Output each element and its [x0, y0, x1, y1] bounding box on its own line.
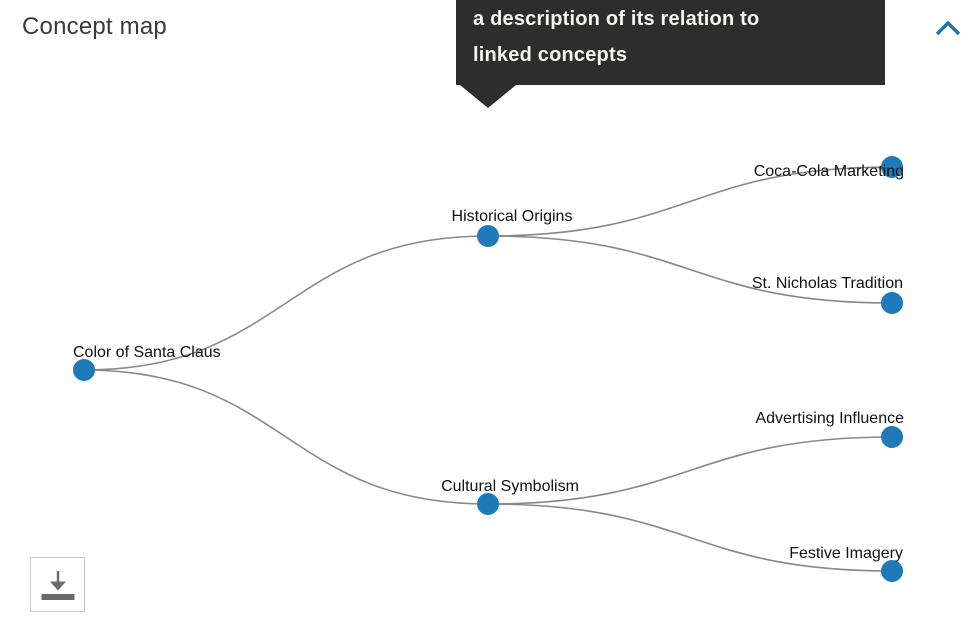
link-root-cultural: [83, 369, 489, 505]
link-historical-nicholas: [487, 235, 893, 304]
download-button[interactable]: [30, 557, 85, 612]
node-label-advertising-influence[interactable]: Advertising Influence: [755, 410, 904, 427]
tooltip-line: a description of its relation to: [473, 8, 760, 30]
page-title: Concept map: [22, 13, 167, 40]
collapse-button[interactable]: [930, 10, 966, 46]
node-labels: Color of Santa Claus Historical Origins …: [73, 163, 904, 562]
link-historical-cocacola: [487, 166, 893, 237]
link-cultural-advertising: [487, 436, 893, 505]
node-label-historical-origins[interactable]: Historical Origins: [452, 208, 573, 225]
node-color-of-santa-claus[interactable]: [73, 359, 95, 381]
link-root-historical: [83, 235, 489, 371]
node-st-nicholas-tradition[interactable]: [881, 292, 903, 314]
node-label-festive-imagery[interactable]: Festive Imagery: [789, 545, 903, 562]
node-advertising-influence[interactable]: [881, 426, 903, 448]
node-label-color-of-santa-claus[interactable]: Color of Santa Claus: [73, 344, 221, 361]
link-cultural-festive: [487, 503, 893, 572]
node-cultural-symbolism[interactable]: [477, 493, 499, 515]
node-historical-origins[interactable]: [477, 225, 499, 247]
download-icon: [41, 570, 74, 600]
node-label-st-nicholas-tradition[interactable]: St. Nicholas Tradition: [752, 275, 903, 292]
node-label-coca-cola-marketing[interactable]: Coca-Cola Marketing: [754, 163, 904, 180]
links: [83, 166, 893, 572]
node-coca-cola-marketing[interactable]: [881, 156, 903, 178]
chevron-up-icon: [935, 20, 961, 36]
tooltip: a description of its relation to linked …: [456, 0, 885, 108]
node-label-cultural-symbolism[interactable]: Cultural Symbolism: [441, 478, 579, 495]
node-festive-imagery[interactable]: [881, 560, 903, 582]
tooltip-line: linked concepts: [473, 44, 628, 66]
nodes: [73, 156, 903, 582]
